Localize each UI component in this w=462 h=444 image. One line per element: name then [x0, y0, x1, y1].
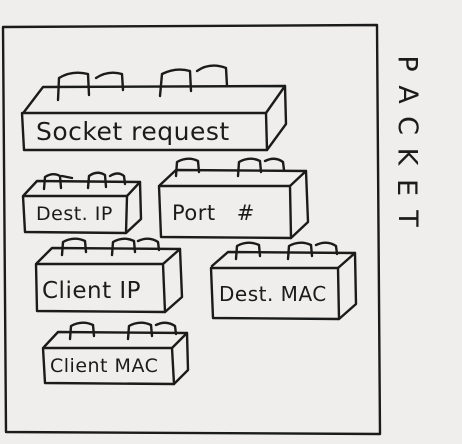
socket-request-brick: [20, 64, 288, 152]
client-mac-brick: [41, 321, 190, 386]
client-ip-brick: [34, 237, 184, 314]
socket-request-label: Socket request: [36, 117, 230, 146]
packet-label-letter: E: [391, 179, 423, 197]
packet-label-letter: P: [391, 55, 423, 72]
client-ip-label: Client IP: [42, 278, 142, 304]
packet-frame: [1, 23, 382, 436]
port-label: Port #: [172, 201, 255, 225]
packet-label-letter: C: [391, 116, 423, 136]
dest-mac-brick: [209, 241, 358, 321]
client-mac-label: Client MAC: [50, 355, 159, 377]
packet-label-letter: A: [391, 85, 423, 104]
dest-ip-brick: [21, 171, 143, 235]
dest-ip-label: Dest. IP: [36, 203, 113, 225]
packet-label-letter: K: [391, 147, 423, 166]
port-brick: [157, 157, 310, 240]
packet-label-letter: T: [391, 210, 423, 228]
dest-mac-label: Dest. MAC: [219, 282, 327, 306]
